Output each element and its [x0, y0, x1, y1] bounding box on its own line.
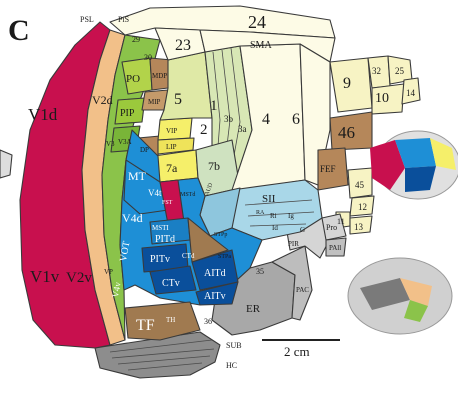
label-g: G: [300, 226, 305, 234]
label-aitv: AITv: [204, 291, 226, 302]
label-pir: PIR: [288, 240, 299, 248]
label-psl: PSL: [80, 15, 94, 24]
label-ctv: CTv: [162, 278, 180, 289]
label-12: 12: [358, 202, 367, 212]
label-er: ER: [246, 303, 261, 315]
label-ra: RA: [256, 210, 265, 216]
label-tf: TF: [136, 317, 155, 334]
label-9: 9: [343, 75, 351, 92]
label-7a: 7a: [166, 161, 178, 175]
label-fef: FEF: [320, 164, 336, 174]
label-35: 35: [256, 267, 264, 276]
label-10: 10: [375, 91, 389, 106]
label-ig: Ig: [288, 212, 294, 220]
label-13: 13: [354, 222, 364, 232]
label-4: 4: [262, 111, 270, 128]
label-aitd: AITd: [204, 268, 226, 279]
label-pitv: PITv: [150, 254, 170, 265]
label-fst: FST: [162, 200, 173, 206]
label-2: 2: [200, 122, 208, 138]
left-fragment: [0, 150, 12, 178]
a5-area: [160, 52, 212, 120]
label-stpp: STPp: [214, 232, 227, 238]
label-46: 46: [338, 123, 355, 142]
label-stpa: STPa: [218, 254, 231, 260]
label-po: PO: [126, 73, 140, 85]
label-sub: SUB: [226, 341, 242, 350]
prefrontal-9: [330, 58, 372, 112]
label-14: 14: [406, 88, 416, 98]
label-pro: Pro: [326, 223, 337, 232]
scale-bar-label: 2 cm: [284, 344, 310, 359]
label-32: 32: [372, 66, 381, 76]
label-v2d: V2d: [92, 93, 113, 107]
label-23: 23: [175, 37, 191, 54]
label-ri: Ri: [270, 212, 277, 220]
label-mstd: MSTd: [180, 192, 195, 198]
label-3a: 3a: [238, 124, 247, 134]
label-pis: PiS: [118, 15, 129, 24]
label-pac: PAC: [296, 286, 309, 294]
label-pall: PAll: [329, 244, 341, 252]
label-ctd: CTd: [182, 252, 195, 260]
label-24: 24: [248, 12, 266, 32]
panel-letter: C: [8, 14, 30, 47]
label-lip: LIP: [166, 143, 177, 151]
label-mdp: MDP: [152, 72, 167, 80]
label-pip: PIP: [120, 108, 135, 119]
label-mt: MT: [128, 169, 147, 183]
inset-brain-lateral-top: [370, 131, 458, 199]
label-29: 29: [132, 35, 140, 44]
label-msti: MSTI: [152, 224, 169, 232]
label-id: Id: [272, 224, 278, 232]
label-pitd: PITd: [155, 234, 175, 245]
label-7b: 7b: [208, 159, 220, 173]
label-11: 11: [337, 217, 345, 226]
label-th: TH: [166, 316, 175, 324]
label-v3: V3: [106, 140, 115, 148]
label-dp: DP: [140, 146, 149, 154]
label-mip: MIP: [148, 98, 161, 106]
label-1: 1: [210, 98, 218, 114]
label-45: 45: [355, 180, 365, 190]
label-hc: HC: [226, 361, 237, 370]
label-vip: VIP: [166, 127, 177, 135]
label-5: 5: [174, 91, 182, 108]
label-v2v: V2v: [66, 270, 92, 286]
label-3b: 3b: [224, 114, 234, 124]
label-sma: SMA: [250, 40, 272, 51]
label-30: 30: [144, 53, 152, 62]
label-36: 36: [204, 317, 212, 326]
label-v4d: V4d: [122, 211, 143, 225]
label-sii: SII: [262, 193, 276, 205]
label-v4t: V4t: [148, 188, 162, 198]
label-v1d: V1d: [28, 105, 58, 124]
label-6: 6: [292, 111, 300, 128]
label-25: 25: [395, 66, 405, 76]
label-v1v: V1v: [30, 267, 60, 286]
inset-brain-medial-bottom: [348, 258, 452, 334]
label-v3a: V3A: [118, 138, 132, 146]
label-vp: VP: [104, 268, 113, 276]
